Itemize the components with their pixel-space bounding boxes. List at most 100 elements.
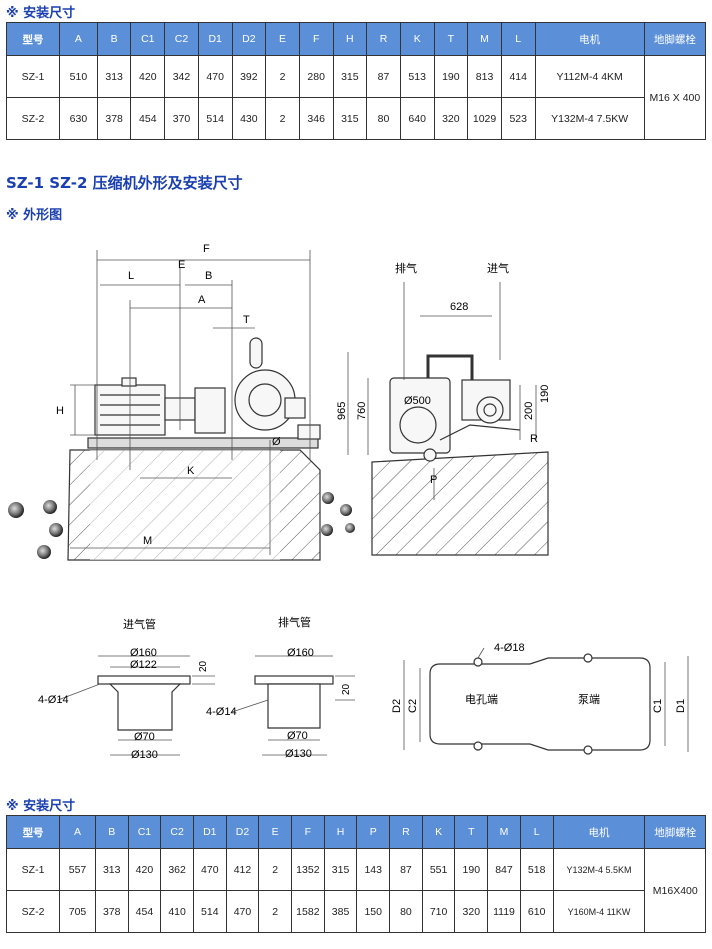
table-cell: 370 — [164, 97, 199, 140]
col-header: D1 — [192, 815, 227, 849]
table-cell: 510 — [59, 55, 98, 98]
dim-label-T: T — [243, 314, 250, 326]
table-cell: 557 — [59, 848, 96, 891]
dim-label-D1: D1 — [675, 699, 687, 713]
table-cell: 143 — [356, 848, 391, 891]
table-cell: 378 — [94, 890, 129, 933]
dim-label-F: F — [203, 243, 210, 255]
dim-label-130b: Ø130 — [285, 748, 312, 760]
table-header-row: 型号 A B C1 C2 D1 D2 E F H P R K T M L 电机 … — [5, 815, 706, 849]
compressor-front-view — [389, 354, 521, 462]
table-cell: 190 — [433, 55, 469, 98]
table-cell: 454 — [130, 97, 166, 140]
col-header: 地脚螺栓 — [643, 22, 707, 56]
table-cell: 313 — [94, 848, 129, 891]
col-header: E — [265, 22, 300, 56]
dim-label-160b: Ø160 — [287, 647, 314, 659]
table-cell: Y132M-4 7.5KW — [534, 97, 645, 140]
col-header: M — [467, 22, 502, 56]
table-cell: 362 — [160, 848, 194, 891]
col-header: C2 — [164, 22, 199, 56]
dimension-lines-left — [70, 250, 311, 555]
table-cell: 514 — [192, 890, 227, 933]
compressor-side-view — [87, 337, 321, 449]
exhaust-dim-lines — [231, 655, 355, 756]
table-cell: Y160M-4 11KW — [552, 890, 646, 933]
col-header: D1 — [197, 22, 233, 56]
col-header: H — [332, 22, 368, 56]
table-cell: 610 — [519, 890, 554, 933]
table-cell: 420 — [130, 55, 166, 98]
table-cell: SZ-1 — [5, 848, 61, 891]
table-cell: 430 — [231, 97, 267, 140]
col-header: B — [96, 22, 132, 56]
col-header: L — [519, 815, 554, 849]
dim-label-A: A — [198, 294, 206, 306]
dim-label-C2: C2 — [407, 699, 419, 713]
dim-label-D2: D2 — [391, 699, 403, 713]
col-header: H — [323, 815, 358, 849]
dimension-lines-right — [347, 282, 537, 500]
table-cell: 640 — [399, 97, 435, 140]
table-cell: 2 — [265, 55, 300, 98]
col-header: F — [298, 22, 334, 56]
dim-label-14b: 4-Ø14 — [206, 706, 237, 718]
left-foundation — [67, 449, 321, 561]
label-exhaust: 排气 — [395, 261, 417, 275]
table-cell: 2 — [258, 848, 293, 891]
spec-table-2: 型号 A B C1 C2 D1 D2 E F H P R K T M L 电机 … — [5, 815, 706, 933]
dim-label-200: 200 — [523, 402, 535, 420]
table-cell: 80 — [366, 97, 401, 140]
table-cell: Y112M-4 4KM — [534, 55, 645, 98]
intake-dim-lines — [57, 655, 215, 756]
table-cell: 346 — [298, 97, 334, 140]
table-cell: SZ-1 — [5, 55, 61, 98]
table-cell: 1582 — [291, 890, 325, 933]
table-cell: 280 — [298, 55, 334, 98]
table-cell: 315 — [323, 848, 358, 891]
table-cell: SZ-2 — [5, 890, 61, 933]
col-header: T — [433, 22, 469, 56]
table-cell: 1029 — [467, 97, 502, 140]
table-cell: 313 — [96, 55, 132, 98]
section-title-outline: ※ 外形图 — [6, 208, 63, 223]
table-cell: 454 — [127, 890, 162, 933]
table-row: SZ-2 705 378 454 410 514 470 2 1582 385 … — [5, 890, 706, 933]
dim-label-K: K — [187, 465, 195, 477]
table-cell: 315 — [332, 97, 368, 140]
table-cell: 378 — [96, 97, 132, 140]
table-cell: 630 — [59, 97, 98, 140]
table-cell: SZ-2 — [5, 97, 61, 140]
col-header: R — [366, 22, 401, 56]
col-header: C2 — [160, 815, 194, 849]
label-intake-pipe: 进气管 — [123, 617, 156, 631]
table-cell-bolt: M16X400 — [644, 848, 706, 933]
col-header: K — [399, 22, 435, 56]
gravel-icon — [8, 492, 355, 559]
page-title: SZ-1 SZ-2 压缩机外形及安装尺寸 — [6, 174, 243, 192]
dim-label-760: 760 — [356, 402, 368, 420]
dim-label-18: 4-Ø18 — [494, 642, 525, 654]
table-cell: 518 — [519, 848, 554, 891]
table-cell: 813 — [467, 55, 502, 98]
table-cell: 80 — [389, 890, 423, 933]
dim-label-965: 965 — [336, 402, 348, 420]
label-exhaust-pipe: 排气管 — [278, 615, 311, 629]
section-title-install-2: ※ 安装尺寸 — [6, 799, 76, 814]
dim-label-P: P — [430, 474, 437, 486]
table-cell: 470 — [192, 848, 227, 891]
dim-label-B: B — [205, 270, 212, 282]
table-cell: 320 — [433, 97, 469, 140]
dim-label-628: 628 — [450, 301, 468, 313]
label-motor-end: 电孔端 — [465, 693, 498, 706]
section-title-install-1: ※ 安装尺寸 — [6, 6, 76, 21]
table-cell: 470 — [197, 55, 233, 98]
col-header: A — [59, 815, 96, 849]
table-row: SZ-1 510 313 420 342 470 392 2 280 315 8… — [5, 55, 707, 140]
table-cell: 847 — [487, 848, 521, 891]
dim-label-20a: 20 — [198, 660, 209, 672]
dim-label-L: L — [128, 270, 134, 282]
table-cell: 414 — [500, 55, 536, 98]
right-foundation — [371, 451, 549, 556]
outline-drawing: Ø F E L B A T H K M 排气 进气 — [8, 243, 689, 761]
